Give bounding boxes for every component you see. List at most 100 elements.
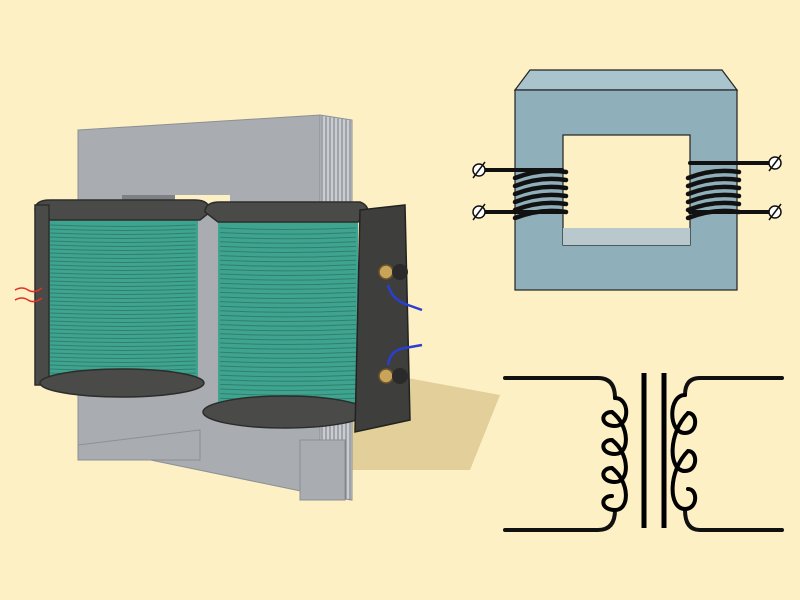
coil-turn [219, 232, 357, 235]
winding-turn [512, 176, 569, 189]
schematic-primary-top-lead [503, 376, 617, 400]
coil-turn [49, 344, 197, 347]
secondary-coil-turns [219, 227, 357, 405]
core-lower-front [299, 439, 346, 501]
coil-turn [219, 314, 357, 318]
primary-bobbin-bottom-flange [39, 368, 205, 398]
schematic-secondary-top-lead [683, 376, 784, 397]
terminal-slash [768, 154, 782, 172]
coil-turn [219, 337, 357, 341]
coil-turn [219, 268, 357, 272]
coil-turn [219, 324, 357, 327]
transformer-3d-model [14, 114, 500, 501]
coil-turn [49, 364, 197, 367]
coil-turn [219, 236, 357, 240]
coil-turn [49, 292, 197, 295]
coil-turn [219, 259, 357, 263]
coil-turn [219, 264, 357, 267]
coil-turn [49, 256, 197, 259]
coil-turn [49, 232, 197, 235]
terminal-nut-lower [392, 368, 408, 384]
secondary-bobbin-top-flange [204, 201, 369, 223]
coil-turn [49, 316, 197, 319]
terminal-board [354, 204, 411, 433]
coil-turn [219, 250, 357, 253]
coil-turn [49, 336, 197, 339]
terminal-slash [472, 161, 486, 179]
coil-turn [49, 284, 197, 287]
coil-turn [49, 304, 197, 307]
coil-turn [219, 305, 357, 309]
terminal-screw-lower [378, 368, 394, 384]
coil-turn [219, 241, 357, 244]
winding-turn [685, 192, 742, 205]
coil-turn [219, 374, 357, 378]
winding-turn [512, 184, 569, 197]
diagram-terminals [472, 154, 782, 221]
primary-coil-3d [34, 199, 211, 398]
schematic-secondary-coil [670, 393, 698, 512]
coil-turn [49, 320, 197, 323]
coil-turn [49, 324, 197, 327]
winding-turn [685, 168, 742, 181]
coil-turn [219, 245, 357, 249]
terminal-slash [768, 203, 782, 221]
coil-turn [49, 264, 197, 267]
coil-turn [49, 296, 197, 299]
schematic-primary-bottom-lead [503, 508, 617, 532]
coil-turn [49, 352, 197, 355]
coil-turn [49, 228, 197, 231]
coil-turn [49, 308, 197, 311]
coil-turn [49, 348, 197, 351]
transformer-core-diagram [472, 69, 782, 291]
coil-turn [219, 388, 357, 391]
coil-turn [219, 328, 357, 332]
coil-turn [219, 287, 357, 290]
winding-turn [685, 184, 742, 197]
coil-turn [219, 273, 357, 276]
coil-turn [219, 393, 357, 396]
winding-turn [685, 200, 742, 213]
coil-turn [219, 319, 357, 322]
primary-bobbin-top-flange [34, 199, 211, 221]
input-lead-lower [14, 297, 43, 303]
coil-turn [219, 301, 357, 304]
coil-turn [219, 255, 357, 258]
coil-turn [219, 291, 357, 295]
coil-turn [49, 260, 197, 263]
coil-turn [49, 356, 197, 359]
core-diagram-window-shade [563, 228, 690, 245]
core-lower-left [77, 429, 201, 461]
coil-turn [49, 252, 197, 255]
coil-turn [49, 276, 197, 279]
coil-turn [219, 227, 357, 230]
coil-turn [49, 340, 197, 343]
coil-turn [49, 328, 197, 331]
schematic-lines [503, 373, 784, 532]
schematic-secondary-bottom-lead [683, 508, 784, 532]
terminal-nut-upper [392, 264, 408, 280]
coil-turn [49, 272, 197, 275]
coil-turn [49, 268, 197, 271]
coil-turn [49, 288, 197, 291]
core-diagram-top-face [513, 69, 739, 91]
output-lead-lower [386, 343, 423, 366]
primary-coil-winding [48, 215, 198, 385]
coil-turn [49, 312, 197, 315]
coil-turn [49, 332, 197, 335]
coil-turn [49, 280, 197, 283]
coil-turn [219, 282, 357, 286]
coil-turn [49, 224, 197, 227]
coil-turn [219, 342, 357, 345]
input-lead-upper [14, 287, 43, 293]
primary-bobbin-side [34, 204, 50, 386]
coil-turn [49, 236, 197, 239]
coil-turn [219, 351, 357, 355]
output-lead-upper [386, 284, 423, 312]
primary-coil-turns [49, 224, 197, 379]
coil-turn [49, 300, 197, 303]
coil-turn [219, 296, 357, 299]
schematic-primary-coil [601, 396, 629, 513]
coil-turn [49, 360, 197, 363]
